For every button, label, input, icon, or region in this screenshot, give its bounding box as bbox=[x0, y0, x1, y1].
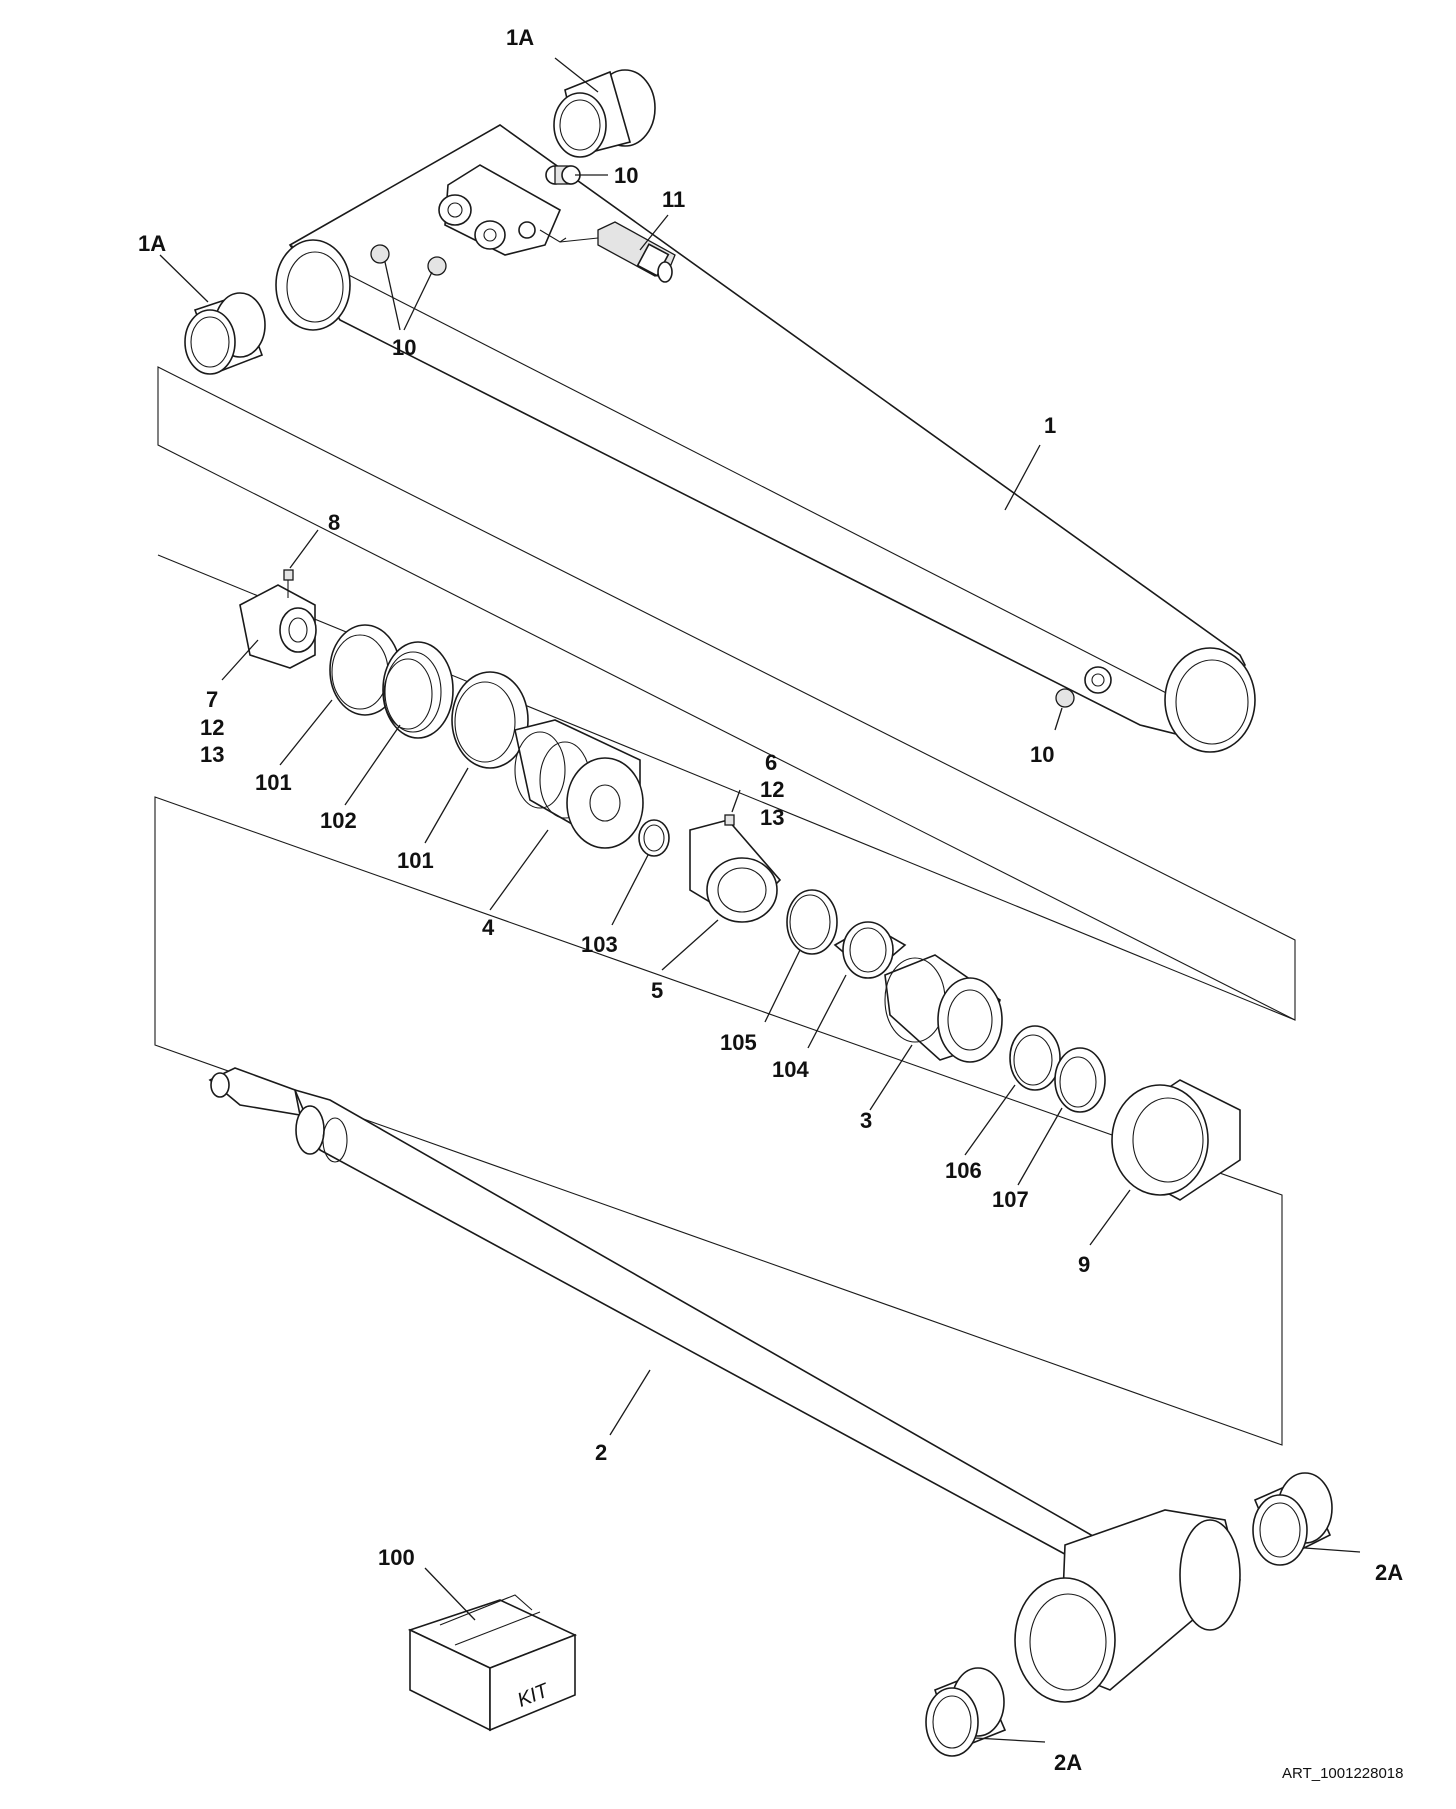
callout-2A-right: 2A bbox=[1375, 1560, 1403, 1585]
callout-13-a: 13 bbox=[200, 742, 224, 767]
callout-101-a: 101 bbox=[255, 770, 292, 795]
seal-102 bbox=[382, 641, 454, 739]
callout-11: 11 bbox=[662, 187, 685, 212]
spacer-5 bbox=[689, 819, 782, 923]
callout-101-b: 101 bbox=[397, 848, 434, 873]
valve-block bbox=[438, 164, 567, 256]
callout-104: 104 bbox=[772, 1057, 809, 1082]
plug-left bbox=[370, 244, 390, 264]
callout-13-b: 13 bbox=[760, 805, 784, 830]
callout-5: 5 bbox=[651, 978, 663, 1003]
piston-nut bbox=[239, 584, 317, 669]
callout-2: 2 bbox=[595, 1440, 607, 1465]
wiper-107 bbox=[1054, 1047, 1106, 1113]
bushing-104 bbox=[833, 921, 907, 979]
bushing-1A-left bbox=[184, 292, 266, 375]
callout-102: 102 bbox=[320, 808, 357, 833]
cartridge-valve bbox=[559, 221, 676, 283]
callout-1A-left: 1A bbox=[138, 231, 166, 256]
callout-7: 7 bbox=[206, 687, 218, 712]
callout-2A-bottom: 2A bbox=[1054, 1750, 1082, 1775]
head-nut-9 bbox=[1111, 1079, 1241, 1201]
bushing-2A-right bbox=[1252, 1472, 1333, 1566]
callout-3: 3 bbox=[860, 1108, 872, 1133]
gland-3 bbox=[884, 954, 1003, 1063]
callout-6: 6 bbox=[765, 750, 777, 775]
wear-ring-101-b bbox=[451, 671, 529, 769]
callout-1: 1 bbox=[1044, 413, 1056, 438]
backup-ring-105 bbox=[786, 889, 838, 955]
kit-box: KIT bbox=[407, 1594, 578, 1732]
callout-12-b: 12 bbox=[760, 777, 784, 802]
callout-103: 103 bbox=[581, 932, 618, 957]
callout-10-mid: 10 bbox=[392, 335, 416, 360]
set-screw-8 bbox=[283, 569, 294, 598]
barrel-base-eye bbox=[275, 239, 351, 331]
leader-lines bbox=[159, 57, 1361, 1743]
rod-assembly-frame bbox=[154, 796, 1283, 1446]
callout-4: 4 bbox=[482, 915, 495, 940]
callout-10-right: 10 bbox=[1030, 742, 1054, 767]
plug-right bbox=[1055, 666, 1112, 708]
callout-8: 8 bbox=[328, 510, 340, 535]
o-ring-103 bbox=[638, 819, 670, 857]
callout-labels: 1A 1A 10 11 10 1 8 7 12 13 101 102 101 4… bbox=[138, 25, 1403, 1775]
rod-seal-106 bbox=[1009, 1025, 1061, 1091]
callout-1A-top: 1A bbox=[506, 25, 534, 50]
callout-105: 105 bbox=[720, 1030, 757, 1055]
callout-10-top: 10 bbox=[614, 163, 638, 188]
callout-12-a: 12 bbox=[200, 715, 224, 740]
barrel-tube bbox=[288, 124, 1256, 753]
bushing-1A-top bbox=[553, 69, 656, 158]
plug-top bbox=[545, 165, 581, 185]
callout-100: 100 bbox=[378, 1545, 415, 1570]
set-screw-6 bbox=[724, 814, 735, 826]
plug-center bbox=[427, 256, 447, 276]
piston-rod bbox=[208, 1067, 1102, 1567]
art-id: ART_1001228018 bbox=[1282, 1765, 1404, 1782]
callout-106: 106 bbox=[945, 1158, 982, 1183]
callout-9: 9 bbox=[1078, 1252, 1090, 1277]
piston bbox=[514, 719, 644, 849]
callout-107: 107 bbox=[992, 1187, 1029, 1212]
rod-eye bbox=[1014, 1509, 1241, 1703]
bushing-2A-bottom bbox=[925, 1667, 1007, 1757]
